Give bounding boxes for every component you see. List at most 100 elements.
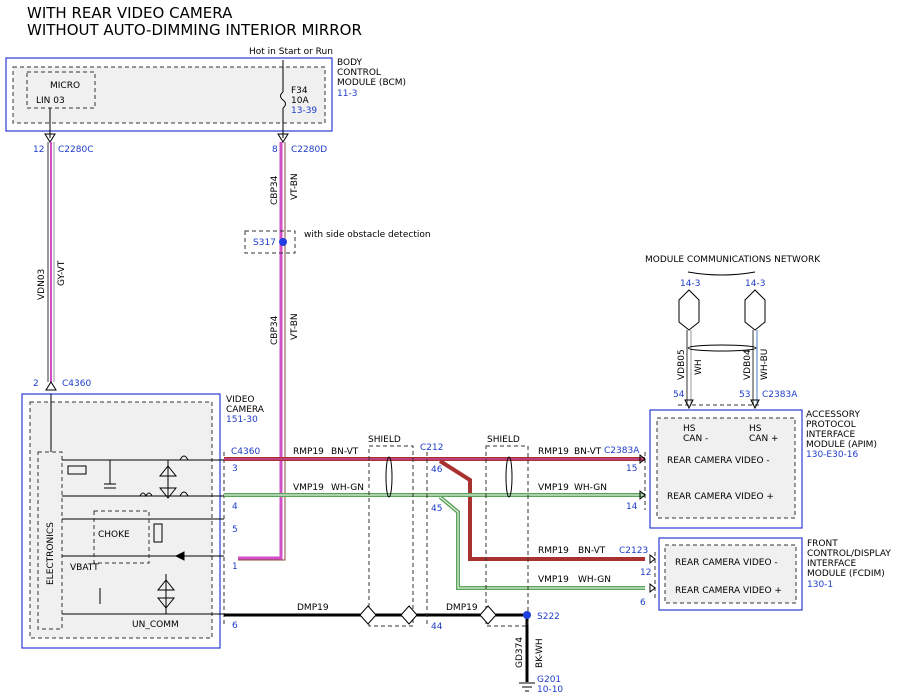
c4360-top-label: C4360	[62, 379, 91, 389]
apim-pin-14: 14	[626, 502, 638, 512]
fcdim-name-2: CONTROL/DISPLAY	[807, 549, 891, 559]
camera-pin-6: 6	[232, 621, 238, 631]
fcdim-video-plus: REAR CAMERA VIDEO +	[675, 586, 782, 596]
wire-label-bn-vt-c: BN-VT	[578, 546, 606, 556]
vbatt-label: VBATT	[70, 563, 99, 573]
apim-pin-15: 15	[626, 464, 637, 474]
pin-44: 44	[431, 622, 443, 632]
wire-label-vdb04: VDB04	[743, 349, 753, 380]
c2280c-label: C2280C	[58, 145, 93, 155]
apim-name-4: MODULE (APIM)	[806, 440, 877, 450]
c2123-label: C2123	[619, 546, 648, 556]
splice-s222: S222	[537, 612, 560, 622]
wire-label-wh: WH	[694, 359, 704, 375]
splice-s222-dot	[523, 611, 531, 619]
wire-label-gy-vt: GY-VT	[57, 260, 67, 286]
apim-name-1: ACCESSORY	[806, 410, 860, 420]
pin-46: 46	[431, 465, 443, 475]
apim-pin-54: 54	[673, 390, 685, 400]
bcm-name-1: BODY	[337, 58, 363, 68]
wire-label-rmp19-b: RMP19	[538, 447, 569, 457]
bcm-ref[interactable]: 11-3	[337, 89, 357, 99]
shield-2-label: SHIELD	[487, 435, 520, 445]
wire-label-wh-gn-c: WH-GN	[578, 575, 611, 585]
wire-label-vt-bn-a: VT-BN	[290, 173, 300, 200]
fcdim-name-3: INTERFACE	[807, 559, 856, 569]
camera-name-2: CAMERA	[226, 405, 265, 415]
fuse-name: F34	[291, 86, 308, 96]
camera-pin-5: 5	[232, 525, 238, 535]
camera-pin-3: 3	[232, 464, 238, 474]
c2383a-top-label: C2383A	[762, 390, 798, 400]
wire-label-bn-vt-a: BN-VT	[331, 447, 359, 457]
ground-ref[interactable]: 10-10	[537, 685, 563, 695]
title-line-1: WITH REAR VIDEO CAMERA	[27, 4, 233, 22]
apim-hs-can-minus-1: HS	[683, 424, 696, 434]
wire-label-cbp34-a: CBP34	[270, 175, 280, 205]
camera-ref[interactable]: 151-30	[226, 415, 258, 425]
wire-label-dmp19-b: DMP19	[446, 603, 478, 613]
c2280d-pin: 8	[272, 145, 278, 155]
apim-ref[interactable]: 130-E30-16	[806, 450, 859, 460]
apim-hs-can-plus-1: HS	[749, 424, 762, 434]
wire-label-bk-wh: BK-WH	[535, 638, 545, 668]
shield-1-label: SHIELD	[368, 435, 401, 445]
apim-video-minus: REAR CAMERA VIDEO -	[667, 456, 770, 466]
c4360-top-pin: 2	[33, 379, 39, 389]
camera-pin-4: 4	[232, 502, 238, 512]
electronics-label: ELECTRONICS	[46, 522, 56, 585]
lin-label: LIN 03	[36, 96, 65, 106]
ground-symbol	[519, 682, 535, 692]
wire-label-wh-bu: WH-BU	[760, 349, 770, 380]
splice-s317-dot	[279, 238, 287, 246]
fuse-ref[interactable]: 13-39	[291, 106, 317, 116]
network-label: MODULE COMMUNICATIONS NETWORK	[645, 255, 821, 265]
wire-label-vmp19-b: VMP19	[538, 483, 569, 493]
fuse-rating: 10A	[291, 96, 309, 106]
fcdim-name-4: MODULE (FCDIM)	[807, 569, 885, 579]
wire-label-vdb05: VDB05	[677, 349, 687, 380]
c2280c-pin: 12	[33, 145, 44, 155]
apim-hs-can-minus-2: CAN -	[683, 434, 708, 444]
apim-video-plus: REAR CAMERA VIDEO +	[667, 492, 774, 502]
apim-name-2: PROTOCOL	[806, 420, 856, 430]
wire-label-bn-vt-b: BN-VT	[574, 447, 602, 457]
un-comm-label: UN_COMM	[132, 620, 179, 630]
video-camera-module: ELECTRONICS CHOKE VBATT UN_COMM	[21, 393, 225, 649]
wire-label-wh-gn-a: WH-GN	[331, 483, 364, 493]
wire-label-gd374: GD374	[515, 637, 525, 668]
fcdim-ref[interactable]: 130-1	[807, 580, 833, 590]
c2280d-label: C2280D	[291, 145, 327, 155]
wire-can-network	[678, 271, 766, 410]
bcm-name-3: MODULE (BCM)	[337, 78, 406, 88]
fcdim-video-minus: REAR CAMERA VIDEO -	[675, 558, 778, 568]
wire-label-wh-gn-b: WH-GN	[574, 483, 607, 493]
hot-in-start-label: Hot in Start or Run	[249, 47, 333, 57]
wire-vdn03	[47, 142, 55, 382]
wire-label-rmp19-a: RMP19	[293, 447, 324, 457]
fcdim-pin-6: 6	[640, 598, 646, 608]
wire-label-vmp19-a: VMP19	[293, 483, 324, 493]
shield-1	[359, 445, 418, 627]
splice-s317: S317	[253, 238, 276, 248]
c2383a-side-label: C2383A	[604, 446, 640, 456]
network-ref-a[interactable]: 14-3	[680, 279, 700, 289]
shield-2	[479, 445, 529, 627]
apim-module	[639, 404, 803, 529]
wire-vmp19	[224, 493, 645, 590]
wire-label-dmp19-a: DMP19	[297, 603, 329, 613]
camera-name-1: VIDEO	[226, 395, 255, 405]
title-line-2: WITHOUT AUTO-DIMMING INTERIOR MIRROR	[27, 21, 362, 39]
wire-rmp19	[224, 457, 645, 561]
ground-g201: G201	[537, 675, 561, 685]
fcdim-module	[649, 537, 803, 611]
choke-label: CHOKE	[98, 530, 130, 540]
wire-label-vmp19-c: VMP19	[538, 575, 569, 585]
apim-name-3: INTERFACE	[806, 430, 855, 440]
c4360-side-label: C4360	[231, 447, 260, 457]
network-ref-b[interactable]: 14-3	[745, 279, 765, 289]
wire-cbp34	[238, 142, 286, 561]
pin-45: 45	[431, 504, 442, 514]
wire-label-rmp19-c: RMP19	[538, 546, 569, 556]
